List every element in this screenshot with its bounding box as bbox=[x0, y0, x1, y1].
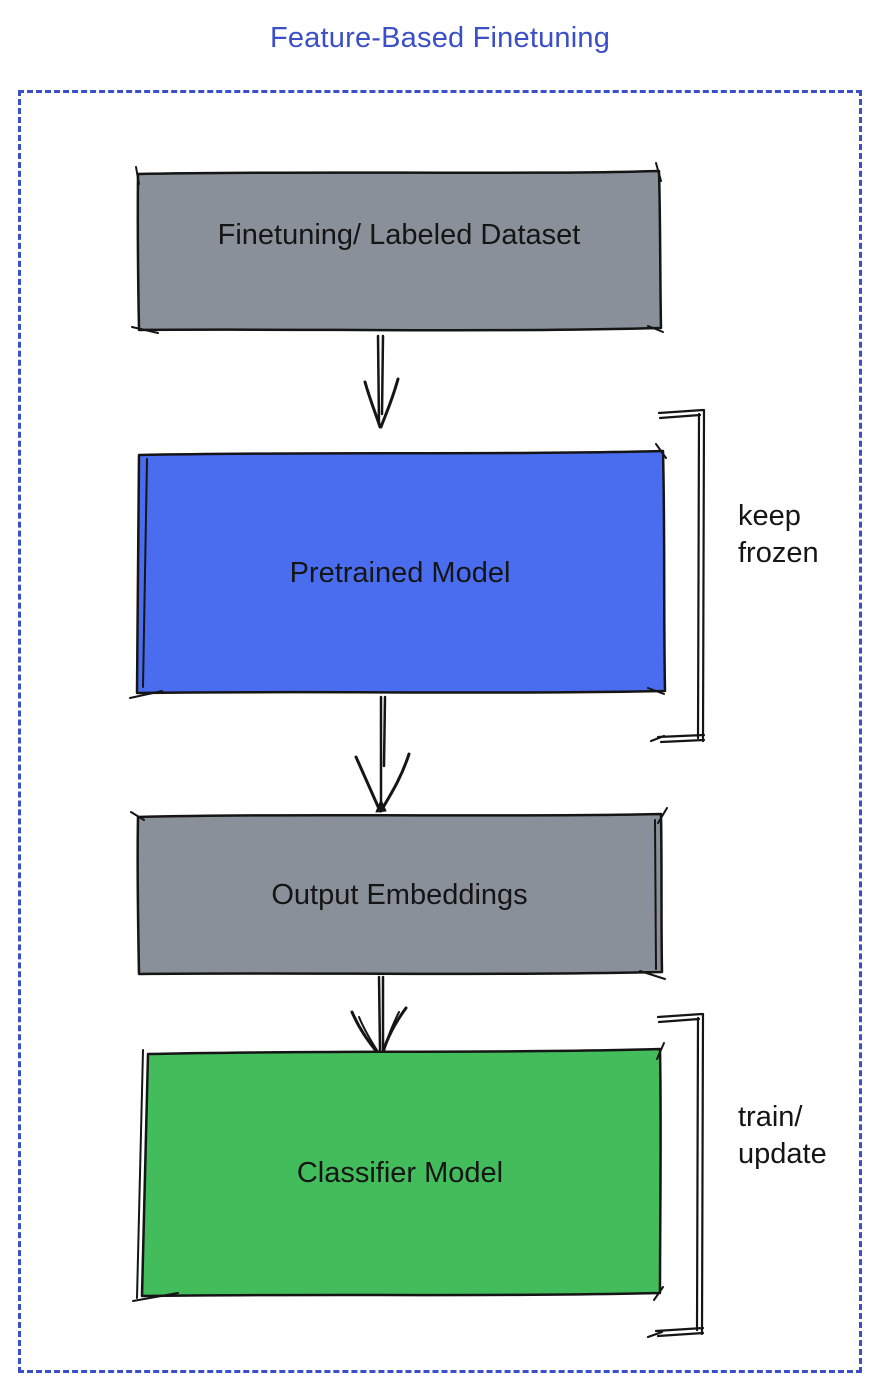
node-box bbox=[135, 449, 667, 695]
node-sketch-lines bbox=[129, 443, 667, 699]
arrow-pretrained-to-embeddings bbox=[354, 695, 411, 813]
node-sketch-lines bbox=[130, 807, 668, 980]
diagram-title: Feature-Based Finetuning bbox=[269, 22, 611, 54]
node-box bbox=[140, 1047, 662, 1298]
node-classifier-model bbox=[132, 1042, 665, 1302]
diagram-boundary bbox=[18, 90, 862, 1373]
node-sketch-lines bbox=[132, 1042, 665, 1302]
node-sketch-lines bbox=[131, 162, 664, 334]
bracket-train-update bbox=[646, 1012, 705, 1339]
node-output-embeddings bbox=[130, 807, 668, 980]
node-box bbox=[136, 812, 664, 976]
arrow-dataset-to-pretrained bbox=[363, 334, 400, 429]
node-pretrained-model bbox=[129, 443, 667, 699]
arrow-embeddings-to-classifier bbox=[350, 975, 408, 1058]
bracket-keep-frozen bbox=[649, 408, 706, 744]
node-finetuning-dataset bbox=[131, 162, 664, 334]
node-box bbox=[136, 169, 663, 332]
annotation-train-update: train/ update bbox=[738, 1101, 827, 1170]
annotation-keep-frozen: keep frozen bbox=[738, 500, 819, 569]
